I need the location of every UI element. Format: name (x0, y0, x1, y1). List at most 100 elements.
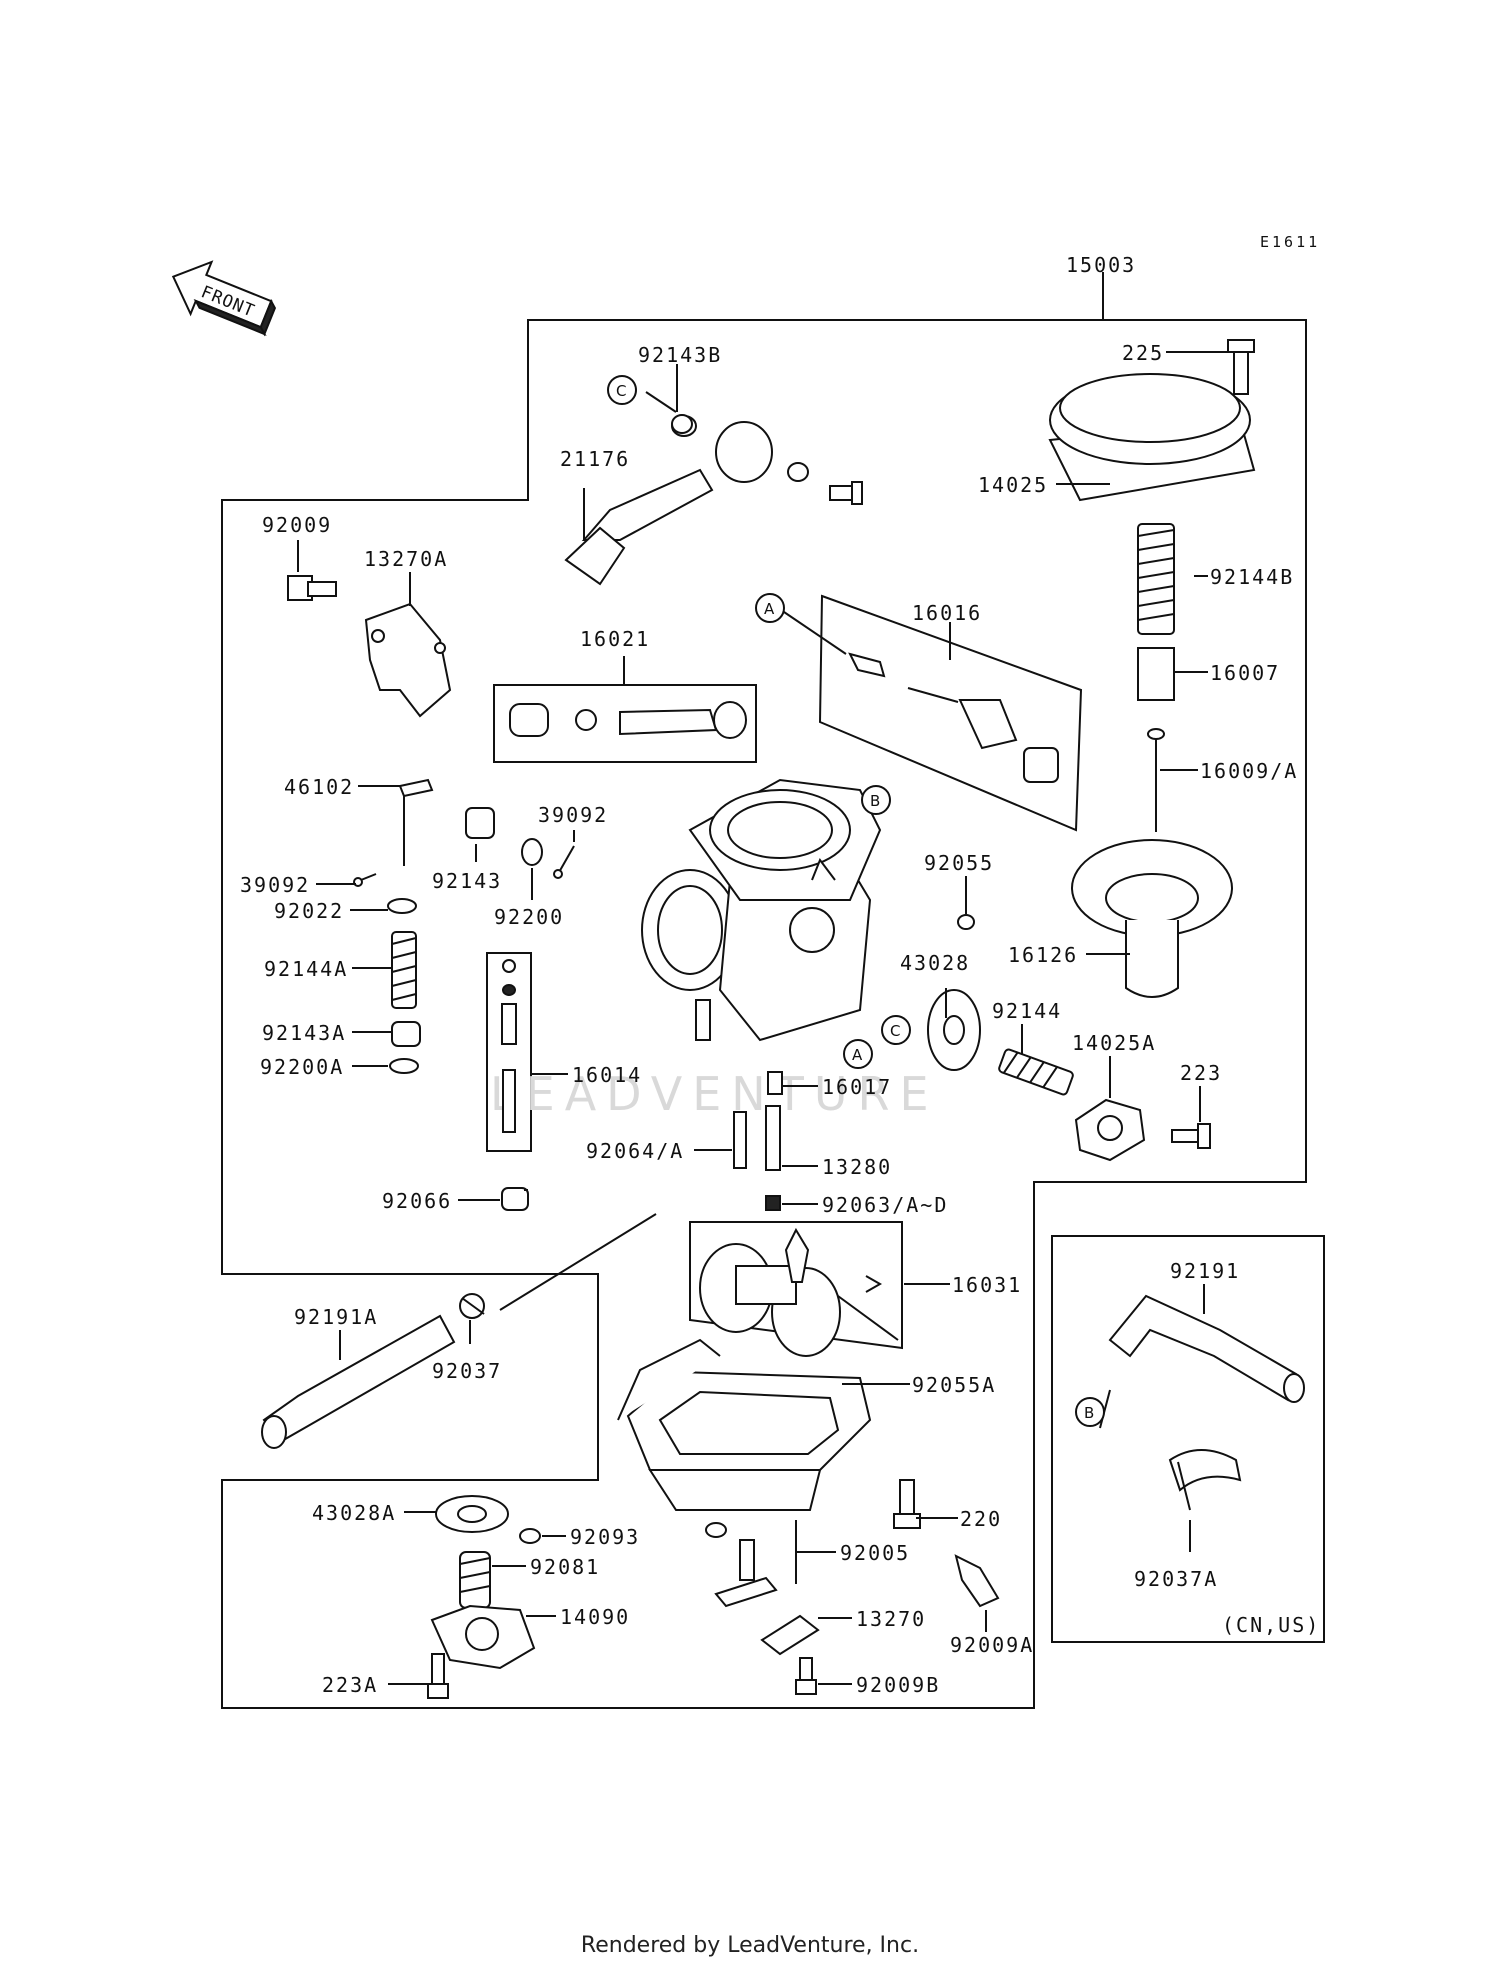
callout-c-body: C (881, 1015, 911, 1045)
label-16007: 16007 (1210, 661, 1280, 685)
label-92200: 92200 (494, 905, 564, 929)
float-bowl (617, 1338, 872, 1511)
svg-text:B: B (870, 792, 880, 810)
label-92144B: 92144B (1210, 565, 1294, 589)
tee-fitting-92005 (714, 1539, 778, 1608)
kit-16016-box (818, 594, 1083, 832)
svg-text:C: C (890, 1022, 900, 1040)
label-92009B: 92009B (856, 1673, 940, 1697)
screw-92064 (733, 1111, 747, 1169)
oring-92005 (705, 1522, 727, 1538)
carburetor-assembly-outline (221, 319, 1307, 1709)
label-16017: 16017 (822, 1075, 892, 1099)
label-92063: 92063/A~D (822, 1193, 948, 1217)
choke-plunger-21176 (564, 415, 773, 586)
label-220: 220 (960, 1507, 1002, 1531)
bracket-13270 (760, 1614, 820, 1656)
kit-16021-parts (509, 701, 747, 739)
washer-92200 (521, 838, 543, 866)
washer-right-92143B (787, 462, 809, 482)
front-arrow-icon: FRONT (171, 260, 277, 337)
cap-92066 (501, 1187, 529, 1211)
callout-c-top: C (607, 375, 637, 405)
label-39092-left: 39092 (240, 873, 310, 897)
label-92037A: 92037A (1134, 1567, 1218, 1591)
label-16031: 16031 (952, 1273, 1022, 1297)
hose-92191A (261, 1314, 456, 1449)
screw-225 (1227, 339, 1255, 395)
label-92200A: 92200A (260, 1055, 344, 1079)
label-16014: 16014 (572, 1063, 642, 1087)
label-92005: 92005 (840, 1541, 910, 1565)
bracket-13270A (364, 602, 452, 718)
diagram-code: E1611 (1260, 233, 1320, 251)
screw-223 (1171, 1123, 1211, 1149)
washer-92022 (387, 898, 417, 914)
part-labels: 15003 225 14025 92144B 16007 16009/A 161… (240, 253, 1320, 1697)
region-label: (CN,US) (1222, 1613, 1320, 1637)
cover-14025A (1074, 1098, 1146, 1162)
hose-92191 (1108, 1294, 1305, 1403)
spring-92144 (998, 1048, 1074, 1096)
label-21176: 21176 (560, 447, 630, 471)
kit-16014-parts (501, 959, 517, 1133)
watermark: LEADVENTURE (490, 1067, 939, 1121)
label-13270: 13270 (856, 1607, 926, 1631)
screw-92009 (287, 575, 337, 601)
svg-text:A: A (852, 1046, 863, 1064)
label-46102: 46102 (284, 775, 354, 799)
washer-92143B (671, 414, 693, 434)
spring-92144A (391, 931, 417, 1009)
jet-16017 (767, 1071, 783, 1095)
label-92081: 92081 (530, 1555, 600, 1579)
svg-text:C: C (616, 382, 626, 400)
screw-223A (427, 1653, 449, 1699)
jet-92063 (765, 1195, 781, 1211)
label-16009A: 16009/A (1200, 759, 1298, 783)
label-92144: 92144 (992, 999, 1062, 1023)
kit-16031-box (689, 1221, 903, 1350)
label-16126: 16126 (1008, 943, 1078, 967)
screw-92009B (795, 1657, 817, 1695)
label-39092-right: 39092 (538, 803, 608, 827)
label-92144A: 92144A (264, 957, 348, 981)
label-92009: 92009 (262, 513, 332, 537)
label-92066: 92066 (382, 1189, 452, 1213)
label-15003: 15003 (1066, 253, 1136, 277)
label-92191A: 92191A (294, 1305, 378, 1329)
label-225: 225 (1122, 341, 1164, 365)
rod-46102 (398, 778, 434, 866)
float-kit-16031 (699, 1227, 899, 1357)
leader-lines (297, 351, 1232, 1685)
spring-92144B (1137, 523, 1175, 635)
washer-92200A (389, 1058, 419, 1074)
diaphragm-43028A (435, 1495, 509, 1533)
label-92037: 92037 (432, 1359, 502, 1383)
carburetor-body (641, 778, 882, 1042)
screw-92009A (954, 1554, 1000, 1608)
label-92143: 92143 (432, 869, 502, 893)
clip-92037 (459, 1293, 485, 1319)
cotter-pin-39092-right (553, 845, 575, 879)
label-16021: 16021 (580, 627, 650, 651)
footer-credit: Rendered by LeadVenture, Inc. (581, 1933, 919, 1958)
kit-16014-box (486, 952, 532, 1152)
label-92055: 92055 (924, 851, 994, 875)
label-14090: 14090 (560, 1605, 630, 1629)
label-223: 223 (1180, 1061, 1222, 1085)
cn-us-box (1051, 1235, 1325, 1643)
screw-220 (893, 1479, 921, 1529)
cotter-pin-39092-left (353, 873, 377, 887)
label-43028: 43028 (900, 951, 970, 975)
svg-text:B: B (1084, 1404, 1094, 1422)
label-92009A: 92009A (950, 1633, 1034, 1657)
label-92064A: 92064/A (586, 1139, 684, 1163)
needle-holder-16007 (1137, 647, 1175, 701)
label-92055A: 92055A (912, 1373, 996, 1397)
label-43028A: 43028A (312, 1501, 396, 1525)
jet-13280 (765, 1105, 781, 1171)
label-14025A: 14025A (1072, 1031, 1156, 1055)
spring-92081 (459, 1551, 491, 1609)
label-14025: 14025 (978, 473, 1048, 497)
